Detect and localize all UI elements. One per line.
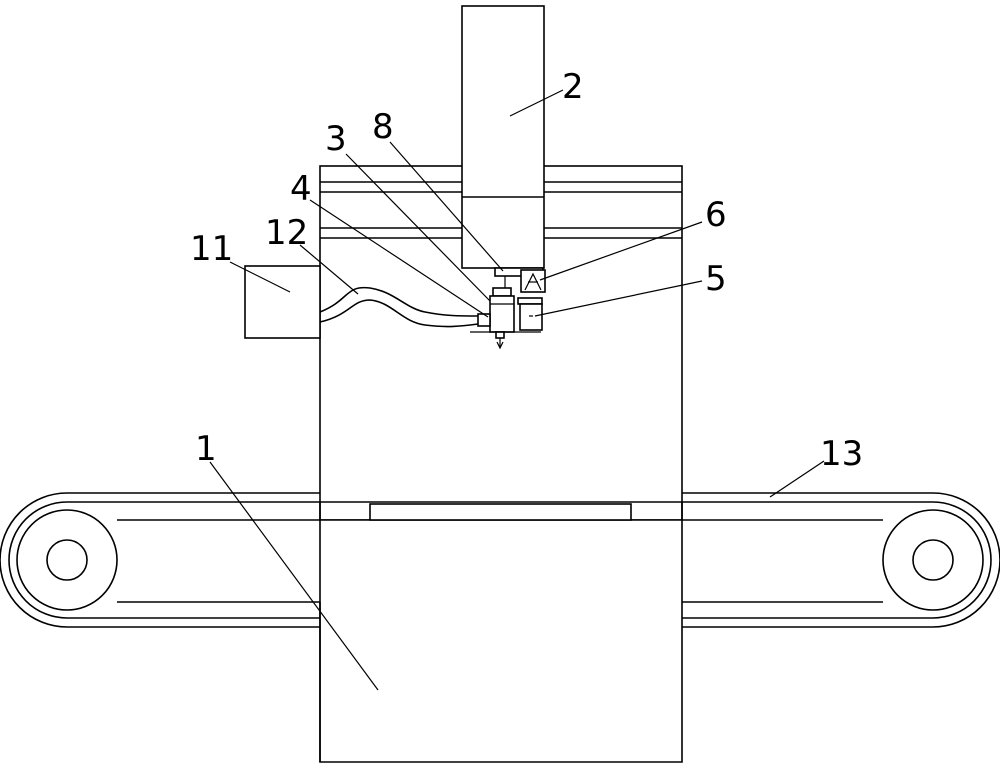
label-4: 4 xyxy=(290,169,312,209)
workpiece-platform xyxy=(370,504,631,520)
label-6: 6 xyxy=(705,195,727,235)
base-body xyxy=(320,502,682,762)
label-2: 2 xyxy=(562,67,584,107)
leader-13 xyxy=(770,461,824,497)
right-pulley-axle xyxy=(913,540,953,580)
vertical-column xyxy=(462,6,544,268)
left-pulley xyxy=(17,510,117,610)
right-pulley xyxy=(883,510,983,610)
label-12: 12 xyxy=(265,213,308,253)
control-box xyxy=(245,266,320,338)
label-1: 1 xyxy=(195,429,217,469)
label-5: 5 xyxy=(705,259,727,299)
left-pulley-axle xyxy=(47,540,87,580)
label-3: 3 xyxy=(325,119,347,159)
sensor-block xyxy=(520,304,542,330)
spindle-motor xyxy=(490,296,514,332)
label-13: 13 xyxy=(820,434,863,474)
label-8: 8 xyxy=(372,107,394,147)
spindle-clamp xyxy=(493,288,511,296)
label-11: 11 xyxy=(190,229,233,269)
